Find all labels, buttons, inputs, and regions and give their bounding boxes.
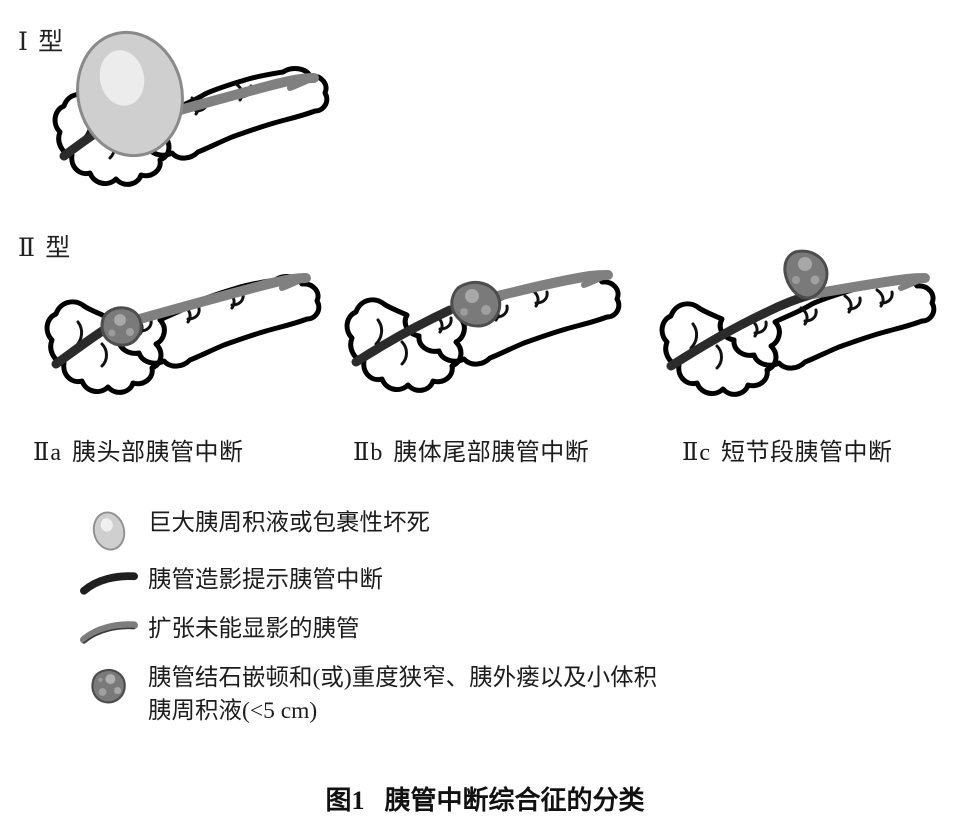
type-2-heading: Ⅱ 型 <box>18 235 73 262</box>
figure-title-number: 图1 <box>325 786 365 815</box>
legend-label-2: 扩张未能显影的胰管 <box>148 616 360 642</box>
opacified-duct-black-line-icon <box>80 572 138 595</box>
stone-stricture-nodule-icon <box>91 669 126 704</box>
nonopacified-duct-gray-line-icon <box>80 621 138 644</box>
large-fluid-collection <box>76 30 184 158</box>
figure-title-text: 胰管中断综合征的分类 <box>384 786 645 815</box>
caption-2b-text: 胰体尾部胰管中断 <box>393 440 590 466</box>
nonopacified-duct <box>808 273 930 299</box>
caption-2c-roman: Ⅱc <box>682 440 711 466</box>
legend-item-nonopacified-duct: 扩张未能显影的胰管 <box>78 611 878 655</box>
pancreas-outline-shape <box>44 274 322 395</box>
legend-swatch-1 <box>78 562 140 606</box>
duct-disruption-stone <box>783 249 829 300</box>
legend-label-0: 巨大胰周积液或包裹性坏死 <box>148 510 430 536</box>
pancreas-lobule-marks <box>689 288 894 370</box>
opacified-duct <box>351 305 455 367</box>
caption-2a-text: 胰头部胰管中断 <box>71 440 244 466</box>
caption-2c-text: 短节段胰管中断 <box>720 440 893 466</box>
caption-type-2a: Ⅱa 胰头部胰管中断 <box>33 432 243 467</box>
panel-type-2b <box>340 248 640 413</box>
legend-swatch-0 <box>78 505 140 557</box>
figure-title: 图1 胰管中断综合征的分类 <box>0 780 970 817</box>
panel-type-2c <box>655 246 955 411</box>
caption-type-2c: Ⅱc 短节段胰管中断 <box>682 432 892 467</box>
legend: 巨大胰周积液或包裹性坏死 胰管造影提示胰管中断 扩张未能显影的胰管 <box>78 505 878 733</box>
duct-disruption-stone <box>450 280 502 328</box>
legend-item-opacified-duct: 胰管造影提示胰管中断 <box>78 562 878 606</box>
panel-type-1 <box>40 28 340 208</box>
type-1-heading: Ⅰ 型 <box>18 29 66 56</box>
legend-item-fluid-collection: 巨大胰周积液或包裹性坏死 <box>78 505 878 557</box>
duct-disruption-stone <box>100 306 143 347</box>
legend-swatch-2 <box>78 611 140 655</box>
large-fluid-collection-ellipse-icon <box>92 511 126 551</box>
legend-item-stone-stricture: 胰管结石嵌顿和(或)重度狭窄、胰外瘘以及小体积 胰周积液(<5 cm) <box>78 660 878 728</box>
legend-swatch-3 <box>78 660 140 718</box>
panel-type-2a <box>40 250 340 415</box>
type-2c-pancreas-illustration <box>659 249 937 397</box>
caption-2b-roman: Ⅱb <box>353 440 384 466</box>
type-2b-pancreas-illustration <box>344 270 622 393</box>
caption-2a-roman: Ⅱa <box>33 440 62 466</box>
caption-type-2b: Ⅱb 胰体尾部胰管中断 <box>353 432 589 467</box>
type-1-pancreas-illustration <box>52 30 330 187</box>
nonopacified-duct <box>493 270 613 301</box>
nonopacified-duct <box>131 273 311 325</box>
legend-label-3: 胰管结石嵌顿和(或)重度狭窄、胰外瘘以及小体积 胰周积液(<5 cm) <box>148 665 658 724</box>
type-2a-pancreas-illustration <box>44 273 322 395</box>
opacified-duct <box>666 289 818 371</box>
legend-label-1: 胰管造影提示胰管中断 <box>148 567 383 593</box>
